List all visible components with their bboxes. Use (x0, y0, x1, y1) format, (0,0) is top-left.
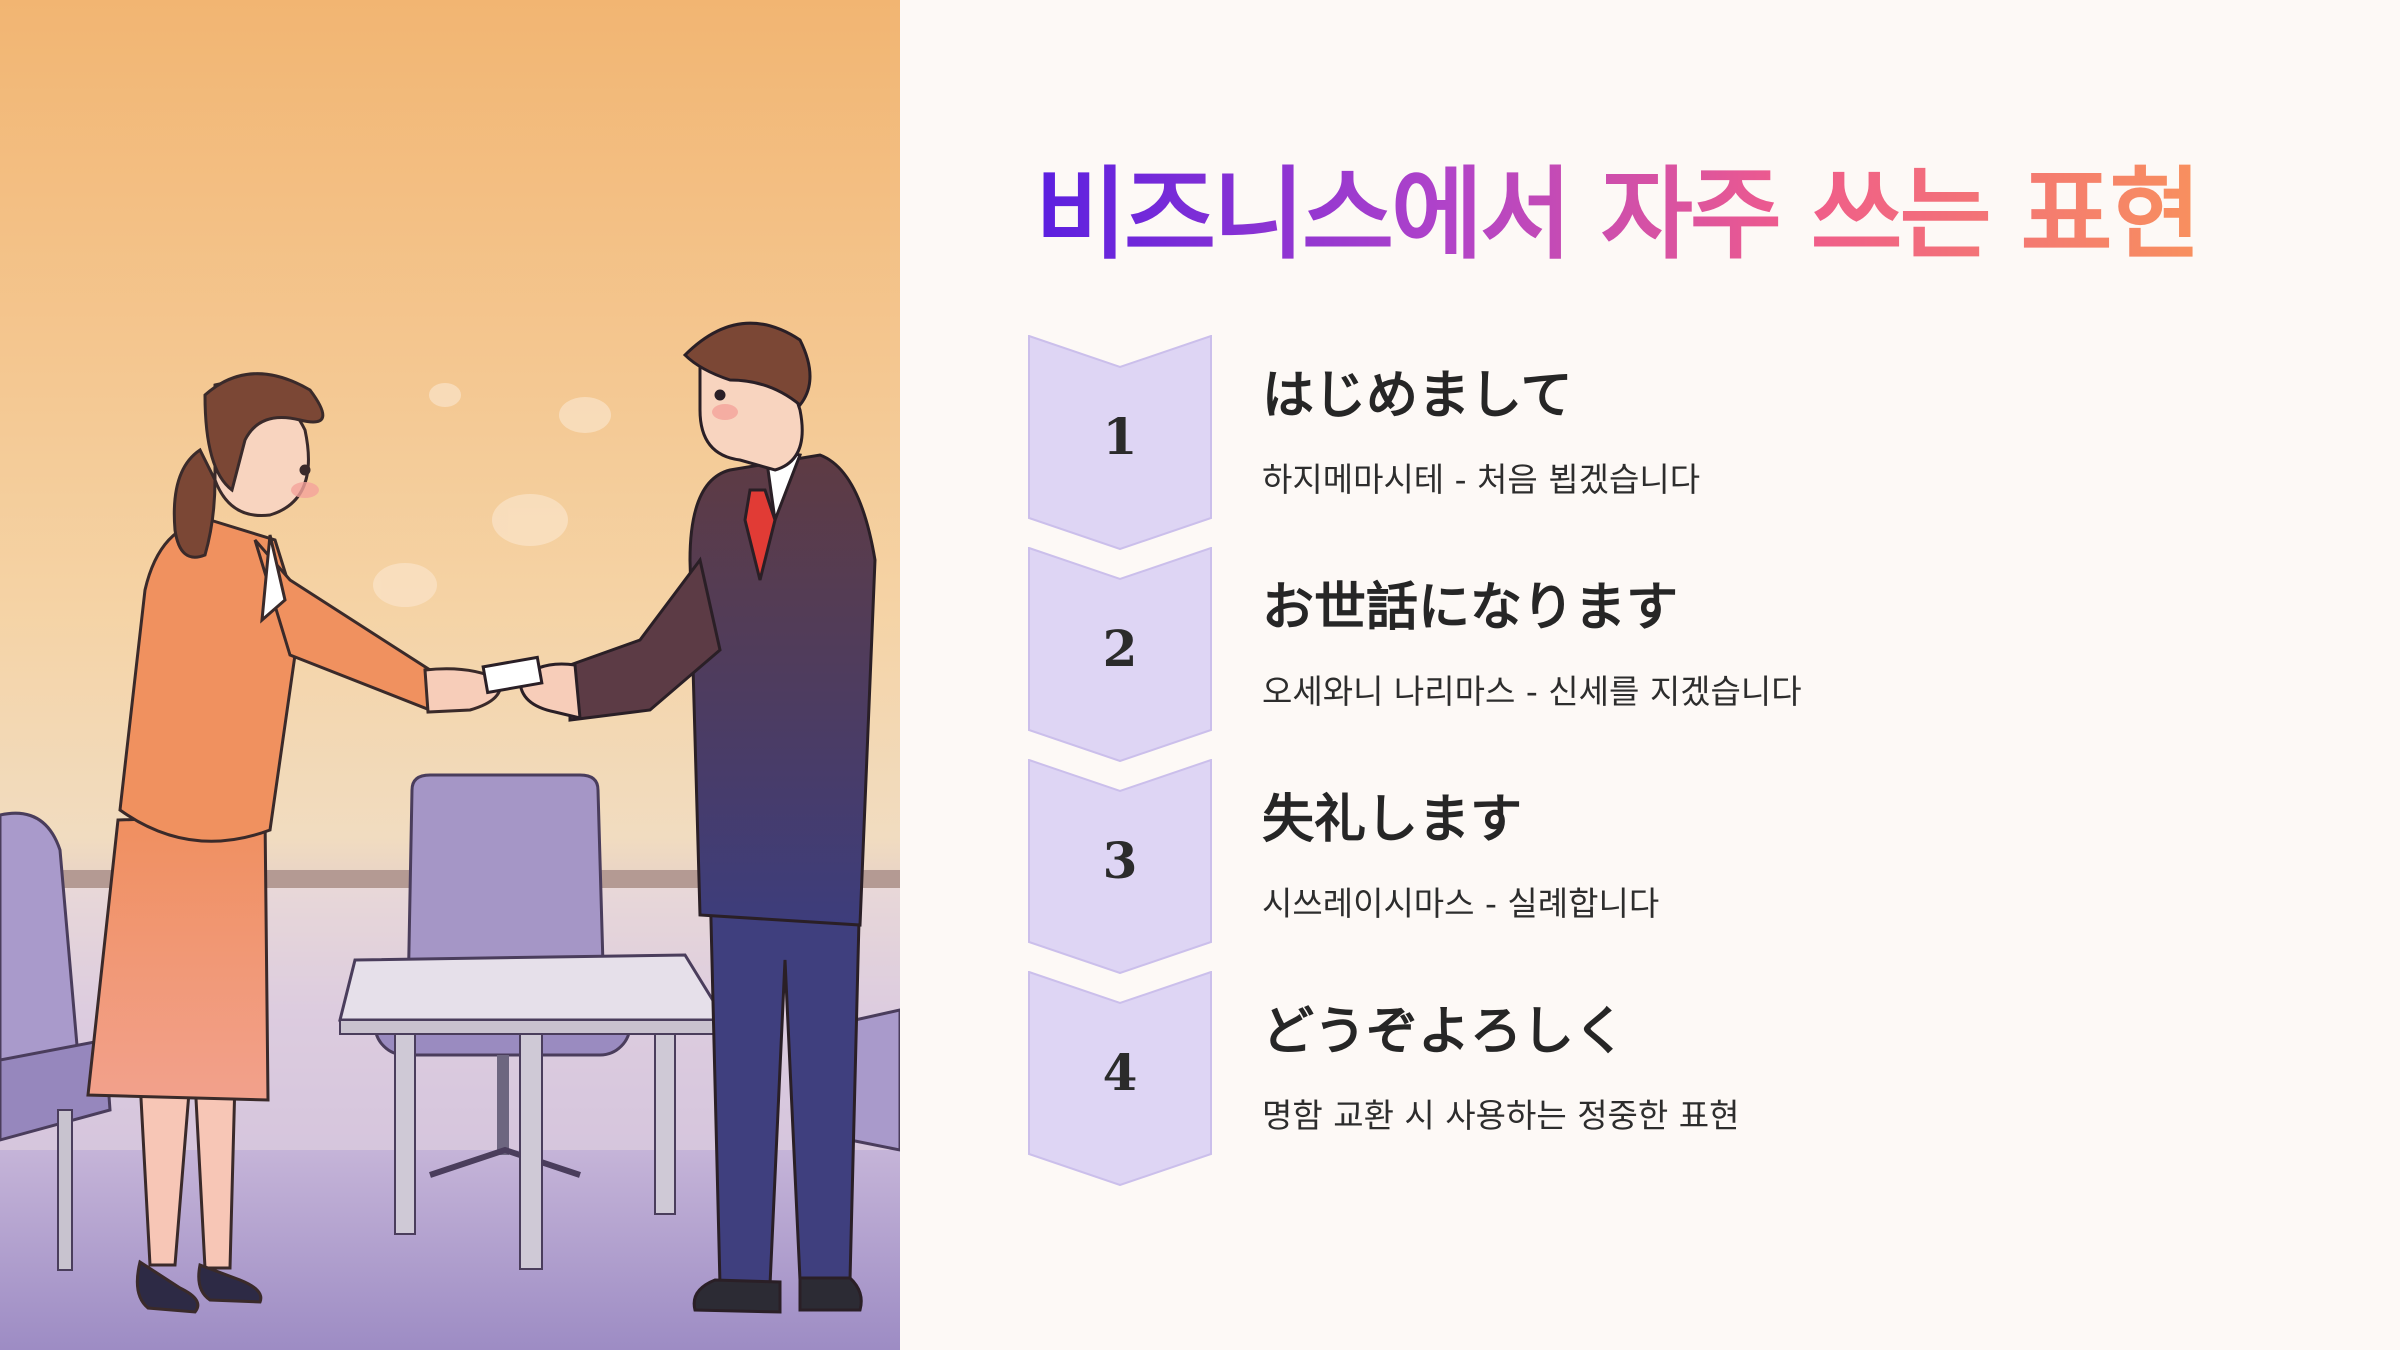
business-card-exchange-illustration (0, 0, 900, 1350)
step-item-4: 4 どうぞよろしく 명함 교환 시 사용하는 정중한 표현 (1028, 971, 2328, 1186)
step-number: 3 (1102, 831, 1138, 890)
step-item-1: 1 はじめまして 하지메마시테 - 처음 뵙겠습니다 (1028, 335, 2328, 550)
step-title: どうぞよろしく (1262, 1002, 1627, 1062)
step-description: 명함 교환 시 사용하는 정중한 표현 (1262, 1096, 1740, 1135)
step-title: お世話になります (1262, 578, 1679, 638)
chevron-arrow-icon (1028, 971, 1212, 1186)
step-number: 2 (1102, 619, 1138, 678)
step-description: 시쓰레이시마스 - 실례합니다 (1262, 884, 1660, 923)
step-title: 失礼します (1262, 790, 1523, 850)
step-description: 하지메마시테 - 처음 뵙겠습니다 (1262, 460, 1701, 499)
step-number: 1 (1102, 407, 1138, 466)
chevron-arrow-icon (1028, 547, 1212, 762)
chevron-arrow-icon (1028, 759, 1212, 974)
slide-content: 비즈니스에서 자주 쓰는 표현 1 はじめまして 하지메마시테 - 처음 뵙겠습… (900, 0, 2400, 1350)
step-item-3: 3 失礼します 시쓰레이시마스 - 실례합니다 (1028, 759, 2328, 974)
slide-title: 비즈니스에서 자주 쓰는 표현 (1035, 150, 2201, 280)
step-description: 오세와니 나리마스 - 신세를 지겠습니다 (1262, 672, 1802, 711)
step-item-2: 2 お世話になります 오세와니 나리마스 - 신세를 지겠습니다 (1028, 547, 2328, 762)
step-title: はじめまして (1262, 366, 1573, 426)
step-number: 4 (1102, 1043, 1138, 1102)
chevron-arrow-icon (1028, 335, 1212, 550)
